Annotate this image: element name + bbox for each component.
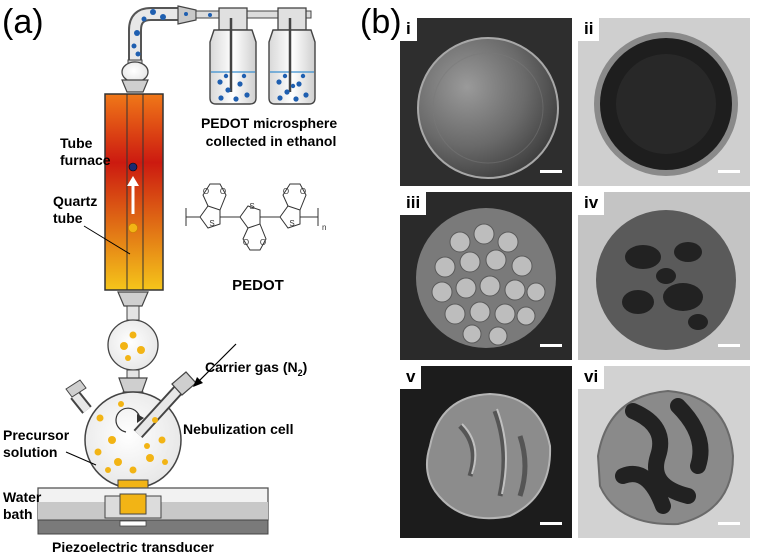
lower-joint [107, 291, 159, 393]
micrograph-tag: iv [578, 192, 605, 215]
svg-text:O: O [300, 187, 306, 196]
micrograph-tag: ii [578, 18, 600, 41]
collected-microspheres [217, 73, 309, 102]
quartz-tube-label: Quartz tube [53, 193, 101, 226]
precursor-reservoir [119, 493, 147, 515]
bulb-droplets [120, 331, 145, 361]
precursor-leader [65, 451, 97, 466]
micrograph-vi: vi [578, 366, 750, 538]
micrograph-v: v [400, 366, 572, 538]
tube-furnace-label: Tube furnace [60, 135, 111, 168]
flow-arrowhead [127, 176, 139, 186]
svg-text:S: S [289, 219, 294, 228]
synthesis-apparatus-diagram: PEDOT microsphere collected in ethanol T… [3, 5, 341, 555]
scale-bar [540, 344, 562, 347]
transport-particles [131, 9, 212, 57]
micrograph-iv-image [578, 192, 750, 360]
collection-bottle-2 [268, 7, 316, 105]
micrograph-tag: v [400, 366, 422, 389]
micrograph-i-image [400, 18, 572, 186]
micrograph-tag: i [400, 18, 417, 41]
svg-text:S: S [209, 219, 214, 228]
carrier-gas-label: Carrier gas (N2) [205, 359, 307, 378]
micrograph-ii: ii [578, 18, 750, 186]
nebulization-label: Nebulization cell [183, 421, 293, 437]
carrier-gas-arrowhead [193, 377, 203, 387]
micrograph-vi-image [578, 366, 750, 538]
transducer-label: Piezoelectric transducer [52, 539, 214, 555]
micrograph-iv: iv [578, 192, 750, 360]
precursor-label: Precursor solution [3, 427, 73, 460]
micrograph-tag: iii [400, 192, 427, 215]
pedot-label: PEDOT [232, 277, 284, 294]
micrograph-iii: iii [400, 192, 572, 360]
quartz-tube-leader [83, 225, 131, 255]
pedot-atoms: S S S O O O O O O [203, 187, 306, 247]
svg-text:O: O [203, 187, 209, 196]
pedot-structure [185, 183, 319, 251]
water-bath-label: Water bath [3, 489, 45, 522]
piezoelectric-transducer [37, 519, 269, 535]
upper-joint [121, 59, 149, 93]
panel-a-label: (a) [2, 3, 44, 41]
micrograph-v-image [400, 366, 572, 538]
svg-text:O: O [283, 187, 289, 196]
carrier-gas-arrow [196, 343, 237, 384]
scale-bar [540, 522, 562, 525]
scale-bar [718, 344, 740, 347]
collection-bottle-1 [209, 7, 257, 105]
scale-bar [718, 170, 740, 173]
micrograph-tag: vi [578, 366, 605, 389]
svg-text:O: O [260, 238, 266, 247]
nebulization-flask [65, 371, 197, 495]
droplet-in-tube [128, 223, 138, 233]
svg-text:S: S [249, 202, 254, 211]
repeat-unit-n: n [322, 223, 326, 232]
micrograph-i: i [400, 18, 572, 186]
micrograph-ii-image [578, 18, 750, 186]
scale-bar [718, 522, 740, 525]
svg-text:O: O [220, 187, 226, 196]
scale-bar [540, 170, 562, 173]
svg-text:O: O [243, 238, 249, 247]
collection-label: PEDOT microsphere collected in ethanol [201, 115, 341, 149]
transducer-plate [119, 520, 147, 527]
mist-droplets [94, 401, 168, 474]
panel-b-label: (b) [360, 3, 402, 41]
micrograph-iii-image [400, 192, 572, 360]
microsphere-dark [128, 162, 138, 172]
